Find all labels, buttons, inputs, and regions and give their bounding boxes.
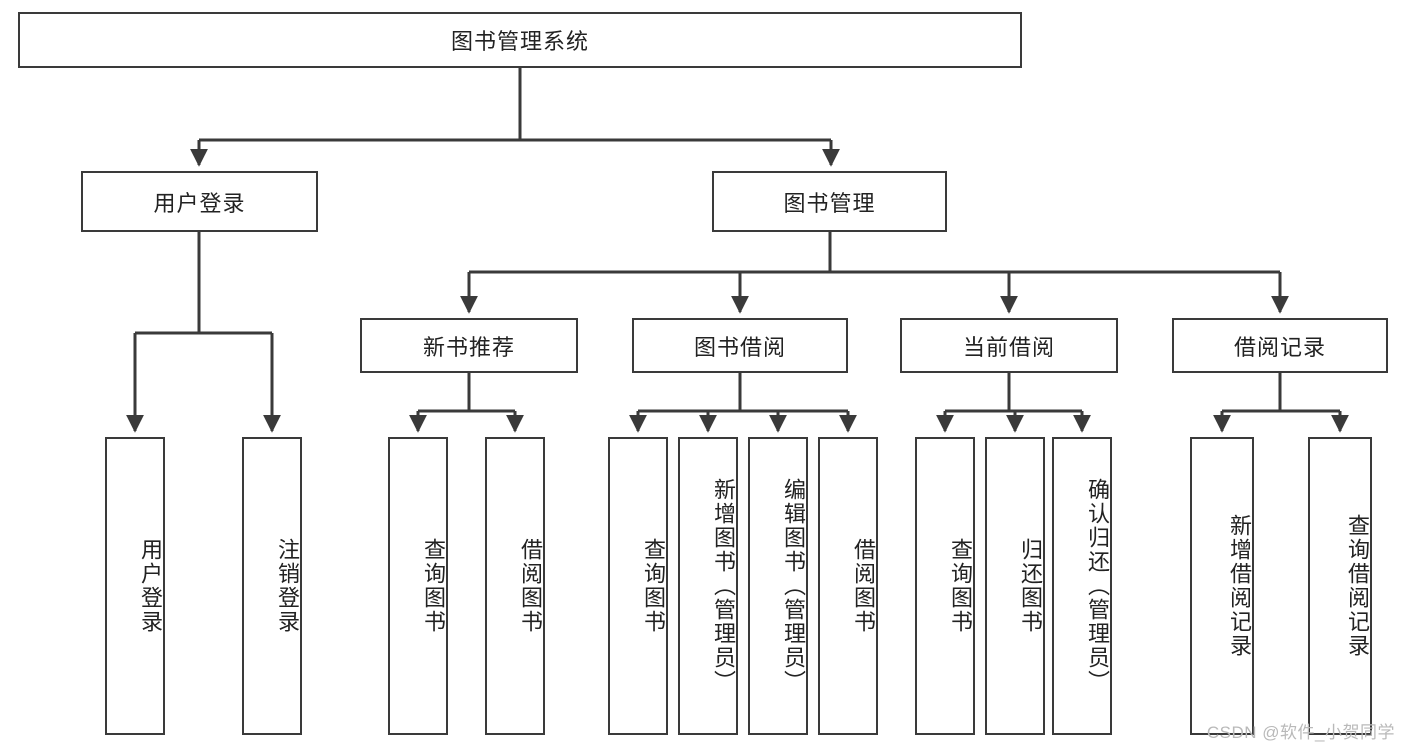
edge-group-book-management (460, 232, 1289, 314)
node-book-management-label: 图书管理 (783, 190, 876, 216)
leaf-return-book-label: 归还图书 (1018, 538, 1043, 634)
leaf-query-book-recommend[interactable]: 查询图书 (388, 437, 448, 735)
edge-group-book-borrow (629, 373, 857, 433)
leaf-borrow-book-recommend[interactable]: 借阅图书 (485, 437, 545, 735)
leaf-user-logout[interactable]: 注销登录 (242, 437, 302, 735)
node-borrow-record-label: 借阅记录 (1233, 334, 1326, 360)
leaf-query-book-borrow-label: 查询图书 (641, 538, 666, 634)
leaf-add-borrow-record-label: 新增借阅记录 (1227, 514, 1252, 658)
leaf-user-login[interactable]: 用户登录 (105, 437, 165, 735)
edge-group-root (190, 68, 840, 167)
leaf-user-login-label: 用户登录 (138, 538, 163, 634)
node-user-login[interactable]: 用户登录 (81, 171, 318, 232)
leaf-query-borrow-record-label: 查询借阅记录 (1345, 514, 1370, 658)
edge-group-borrow-record (1213, 373, 1349, 433)
node-user-login-label: 用户登录 (153, 190, 246, 216)
node-book-borrow-label: 图书借阅 (693, 334, 786, 360)
leaf-borrow-book[interactable]: 借阅图书 (818, 437, 878, 735)
node-new-book-recommend-label: 新书推荐 (422, 334, 515, 360)
leaf-edit-book-admin-label: 编辑图书（管理员） (781, 478, 806, 694)
leaf-query-book-current[interactable]: 查询图书 (915, 437, 975, 735)
leaf-return-book[interactable]: 归还图书 (985, 437, 1045, 735)
leaf-borrow-book-label: 借阅图书 (851, 538, 876, 634)
leaf-add-book-admin[interactable]: 新增图书（管理员） (678, 437, 738, 735)
watermark: CSDN @软件_小贺同学 (1206, 723, 1395, 742)
leaf-add-borrow-record[interactable]: 新增借阅记录 (1190, 437, 1254, 735)
leaf-query-borrow-record[interactable]: 查询借阅记录 (1308, 437, 1372, 735)
leaf-confirm-return-admin-label: 确认归还（管理员） (1085, 478, 1110, 694)
node-borrow-record[interactable]: 借阅记录 (1172, 318, 1388, 373)
leaf-borrow-book-recommend-label: 借阅图书 (518, 538, 543, 634)
edge-group-current-borrow (936, 373, 1091, 433)
node-book-borrow[interactable]: 图书借阅 (632, 318, 848, 373)
node-new-book-recommend[interactable]: 新书推荐 (360, 318, 578, 373)
leaf-query-book-recommend-label: 查询图书 (421, 538, 446, 634)
edge-group-user-login (126, 232, 281, 433)
edge-group-new-book-recommend (409, 373, 524, 433)
leaf-edit-book-admin[interactable]: 编辑图书（管理员） (748, 437, 808, 735)
node-current-borrow-label: 当前借阅 (962, 334, 1055, 360)
node-root[interactable]: 图书管理系统 (18, 12, 1022, 68)
leaf-confirm-return-admin[interactable]: 确认归还（管理员） (1052, 437, 1112, 735)
node-book-management[interactable]: 图书管理 (712, 171, 947, 232)
leaf-query-book-current-label: 查询图书 (948, 538, 973, 634)
leaf-query-book-borrow[interactable]: 查询图书 (608, 437, 668, 735)
node-current-borrow[interactable]: 当前借阅 (900, 318, 1118, 373)
node-root-label: 图书管理系统 (450, 29, 589, 54)
leaf-add-book-admin-label: 新增图书（管理员） (711, 478, 736, 694)
leaf-user-logout-label: 注销登录 (275, 538, 300, 634)
